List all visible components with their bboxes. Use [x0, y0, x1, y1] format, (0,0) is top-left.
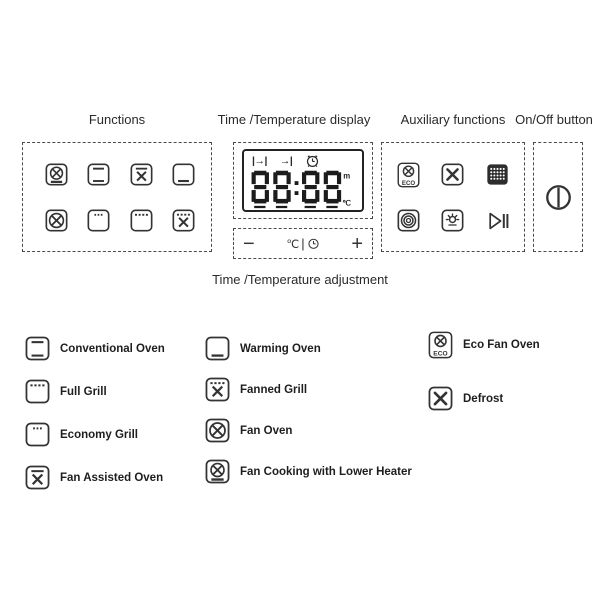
legend-label: Fanned Grill — [240, 383, 308, 396]
separator: | — [301, 236, 305, 251]
function-button-full-grill[interactable] — [130, 209, 153, 232]
fanned-grill-icon — [172, 209, 195, 232]
legend-item-fan-cooking-with-lower-heater: Fan Cooking with Lower Heater — [205, 459, 412, 484]
warming-oven-icon — [205, 336, 230, 361]
legend-column-2: Warming Oven Fanned Grill Fan Oven Fan C… — [205, 336, 412, 484]
legend-label: Eco Fan Oven — [463, 339, 540, 351]
legend-item-fanned-grill: Fanned Grill — [205, 377, 412, 402]
legend-item-eco-fan-oven: ECO Eco Fan Oven — [428, 331, 540, 359]
legend-item-full-grill: Full Grill — [25, 379, 165, 404]
legend-item-fan-oven: Fan Oven — [205, 418, 412, 443]
legend-column-3: ECO Eco Fan Oven Defrost — [428, 331, 540, 411]
aux-button-start-pause[interactable] — [485, 209, 511, 233]
lcd-display: |→| →| m ℃ — [242, 149, 364, 212]
ring-element-icon — [397, 209, 420, 232]
end-time-marker: →| — [279, 154, 293, 167]
seven-segment-readout: m ℃ — [251, 170, 351, 209]
temp-time-mode-button[interactable]: ℃ | — [286, 236, 319, 251]
legend-item-defrost: Defrost — [428, 386, 540, 411]
conventional-oven-icon — [87, 163, 110, 186]
legend-label: Fan Assisted Oven — [60, 471, 164, 484]
function-button-fanned-grill[interactable] — [172, 209, 195, 232]
function-button-conventional-oven[interactable] — [87, 163, 110, 186]
auxiliary-header: Auxiliary functions — [400, 112, 506, 127]
fan-assisted-oven-icon — [25, 465, 50, 490]
aux-button-ring-element[interactable] — [397, 209, 420, 232]
defrost-icon — [428, 386, 453, 411]
adjustment-label: Time /Temperature adjustment — [212, 272, 388, 287]
decrease-button[interactable]: − — [243, 232, 255, 255]
start-pause-icon — [488, 212, 509, 229]
display-header: Time /Temperature display — [217, 112, 371, 127]
legend-item-conventional-oven: Conventional Oven — [25, 336, 165, 361]
fan-oven-icon — [45, 209, 68, 232]
eco-label: ECO — [433, 351, 447, 358]
temperature-symbol: ℃ — [286, 238, 300, 251]
functions-panel — [22, 142, 212, 252]
economy-grill-icon — [25, 422, 50, 447]
function-button-economy-grill[interactable] — [87, 209, 110, 232]
fanned-grill-icon — [205, 377, 230, 402]
function-button-fan-assisted-oven[interactable] — [130, 163, 153, 186]
aux-button-eco-fan-oven[interactable]: ECO — [397, 162, 420, 188]
legend-item-economy-grill: Economy Grill — [25, 422, 165, 447]
power-button[interactable] — [543, 182, 574, 213]
legend-label: Fan Cooking with Lower Heater — [240, 465, 412, 478]
duration-marker: |→| — [252, 154, 267, 167]
oven-light-icon — [441, 209, 464, 232]
eco-fan-oven-icon: ECO — [397, 162, 420, 187]
function-button-fan-cooking-with-lower-heater[interactable] — [45, 163, 68, 186]
clock-icon — [308, 238, 319, 249]
auxiliary-panel: ECO — [381, 142, 525, 252]
temperature-unit-label: ℃ — [342, 199, 350, 208]
aux-button-oven-light[interactable] — [441, 209, 464, 232]
fan-cooking-with-lower-heater-icon — [45, 163, 68, 186]
legend-label: Conventional Oven — [60, 342, 165, 355]
legend-column-1: Conventional Oven Full Grill Economy Gri… — [25, 336, 165, 490]
eco-label: ECO — [402, 179, 416, 186]
legend-label: Economy Grill — [60, 428, 138, 441]
display-panel: |→| →| m ℃ — [233, 142, 373, 219]
minutes-unit-label: m — [343, 172, 350, 181]
functions-header: Functions — [88, 112, 146, 127]
function-button-warming-oven[interactable] — [172, 163, 195, 186]
power-icon — [545, 184, 571, 210]
alarm-clock-icon — [307, 155, 319, 168]
aux-button-defrost[interactable] — [441, 163, 464, 186]
adjustment-panel: − ℃ | + — [233, 228, 373, 259]
function-button-fan-oven[interactable] — [45, 209, 68, 232]
economy-grill-icon — [87, 209, 110, 232]
legend-label: Fan Oven — [240, 424, 293, 437]
power-panel — [533, 142, 583, 252]
fan-cooking-with-lower-heater-icon — [205, 459, 230, 484]
legend-item-fan-assisted-oven: Fan Assisted Oven — [25, 465, 165, 490]
keypad-grid-icon — [487, 164, 508, 185]
legend-item-warming-oven: Warming Oven — [205, 336, 412, 361]
fan-assisted-oven-icon — [130, 163, 153, 186]
eco-fan-oven-icon: ECO — [428, 331, 453, 359]
legend-label: Warming Oven — [240, 342, 321, 355]
aux-button-keypad-grid[interactable] — [486, 163, 509, 186]
full-grill-icon — [25, 379, 50, 404]
conventional-oven-icon — [25, 336, 50, 361]
legend-label: Defrost — [463, 392, 504, 405]
defrost-icon — [441, 163, 464, 186]
increase-button[interactable]: + — [351, 232, 363, 255]
fan-oven-icon — [205, 418, 230, 443]
power-header: On/Off button — [515, 112, 593, 127]
full-grill-icon — [130, 209, 153, 232]
legend-label: Full Grill — [60, 385, 107, 398]
warming-oven-icon — [172, 163, 195, 186]
